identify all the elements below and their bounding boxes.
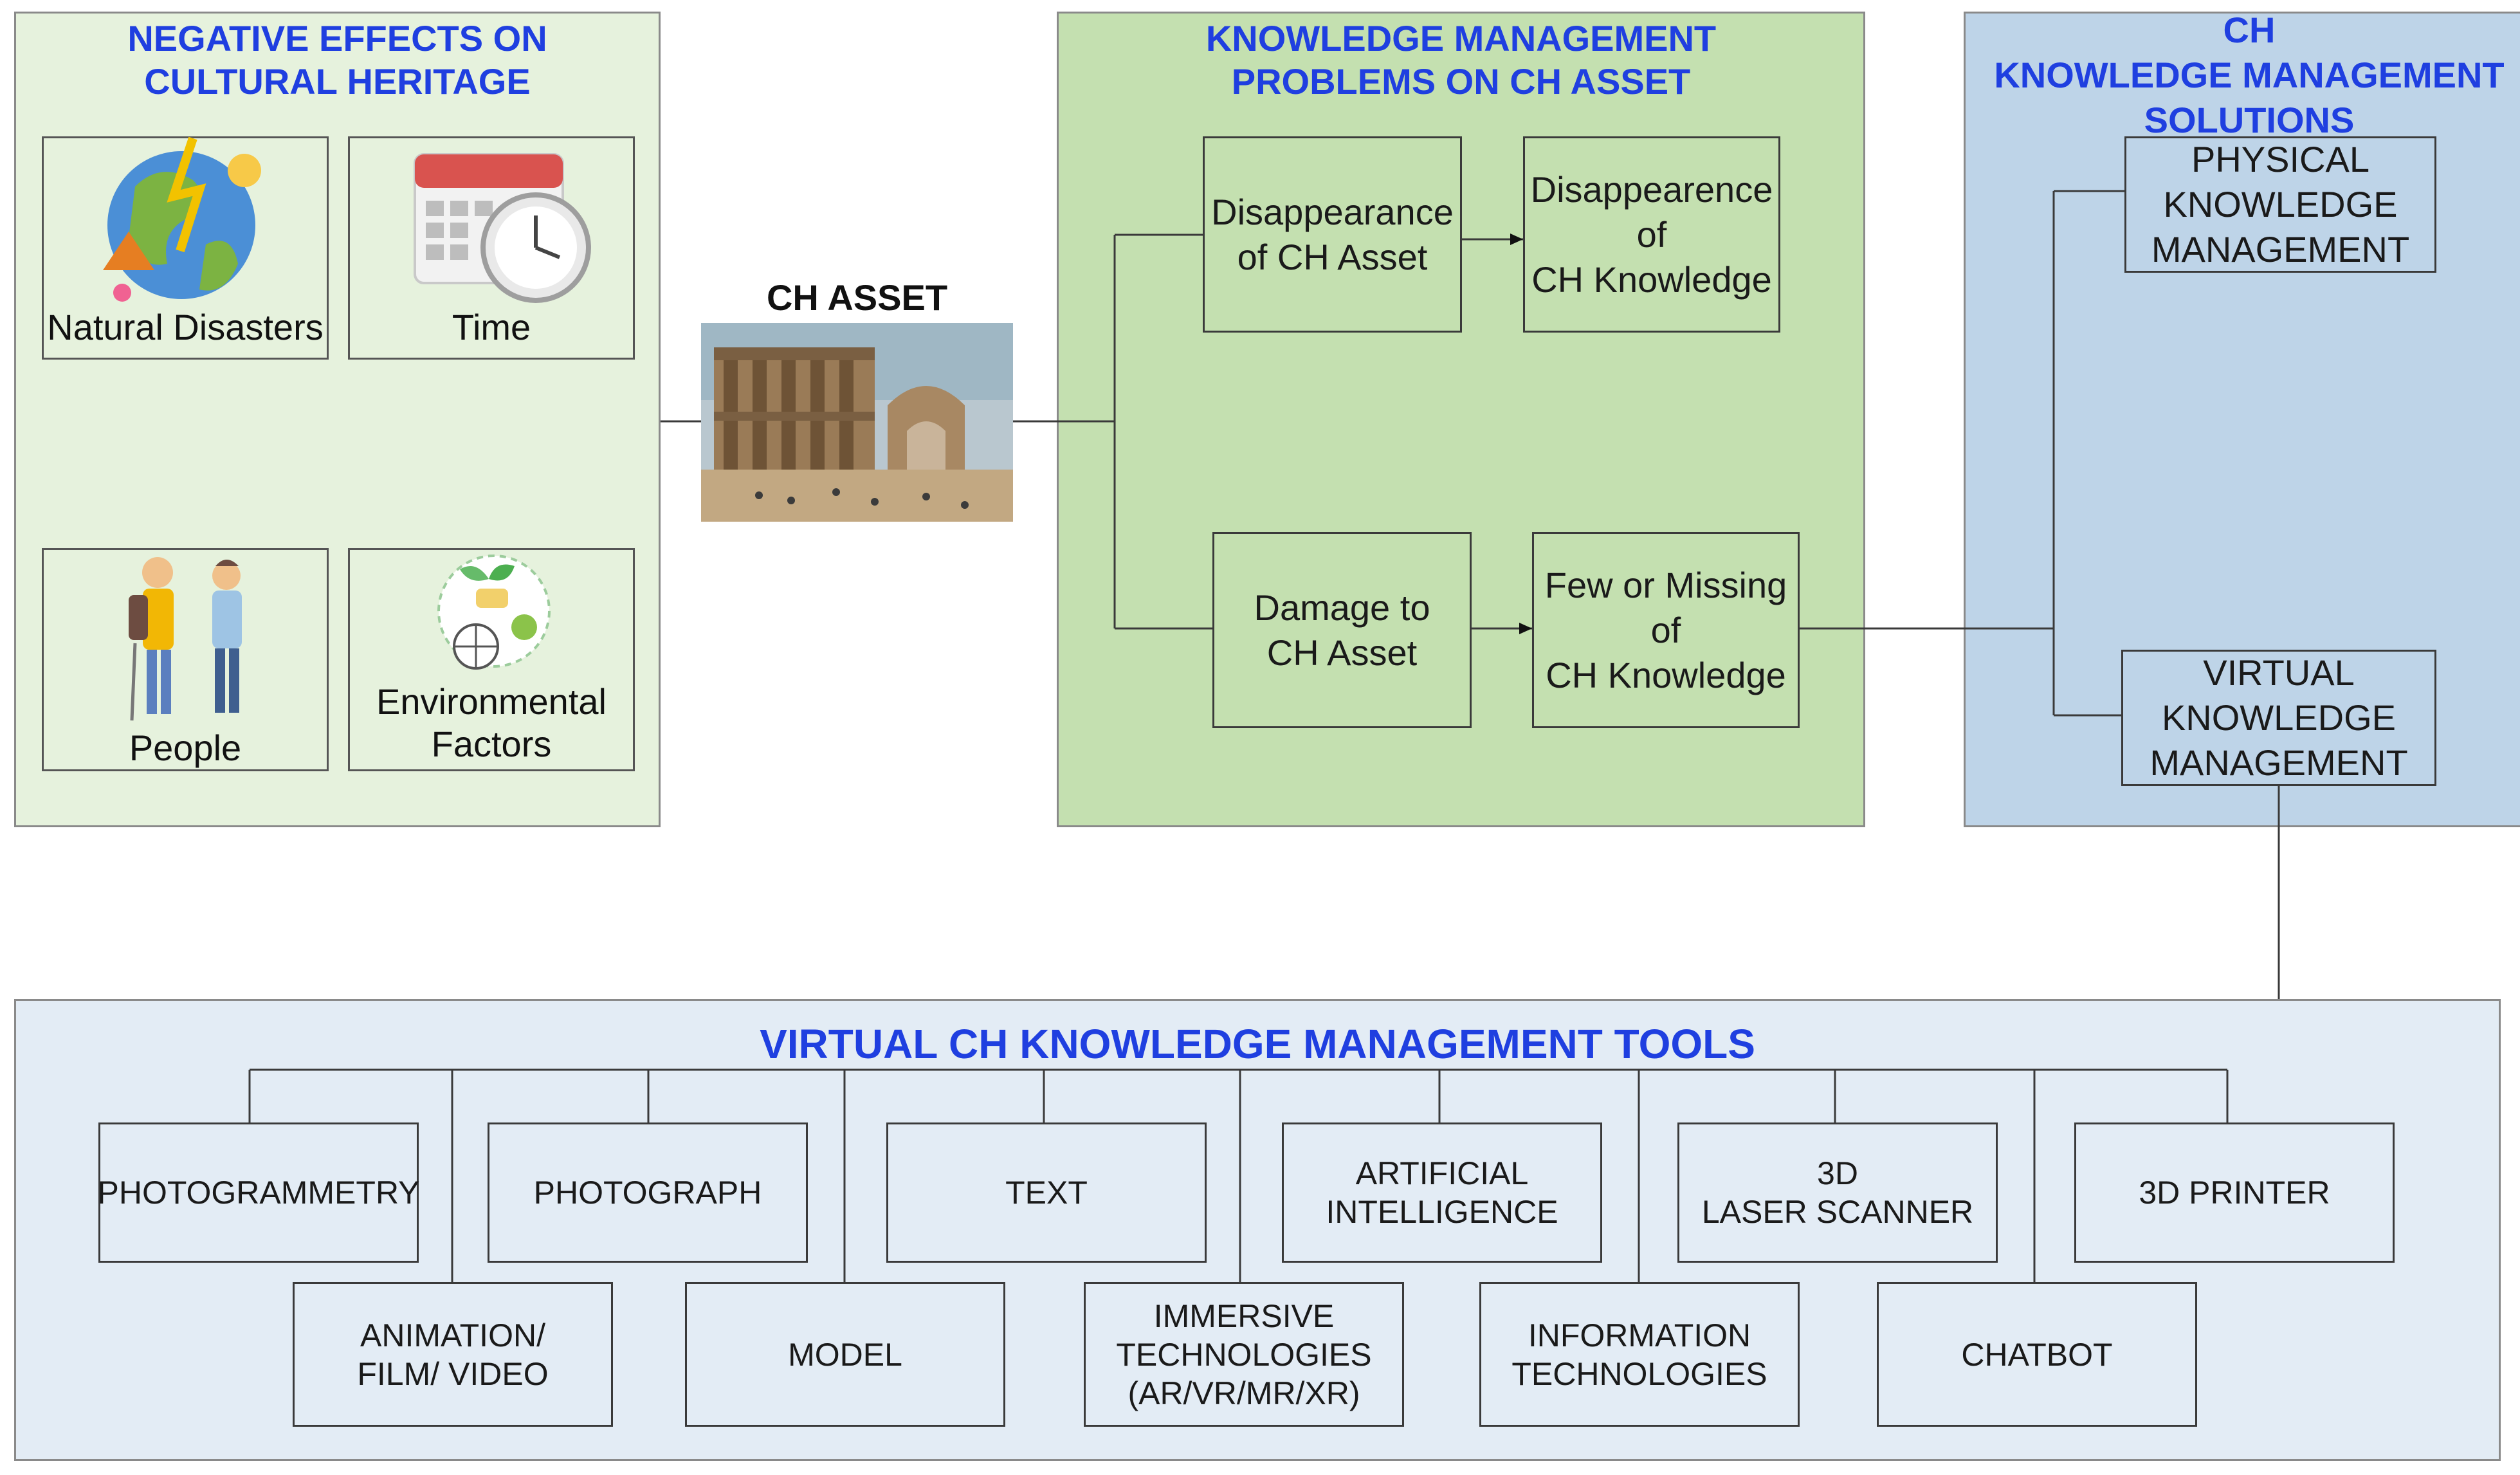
disappearence-knowledge-line1: Disappearence [1530, 169, 1773, 210]
tools-title: VIRTUAL CH KNOWLEDGE MANAGEMENT TOOLS [760, 1021, 1755, 1067]
environmental-line2: Factors [431, 724, 552, 765]
connector-lines [248, 190, 2280, 1282]
ai-line2: INTELLIGENCE [1326, 1194, 1558, 1230]
few-line3: CH Knowledge [1546, 654, 1786, 695]
solutions-title-line2: KNOWLEDGE MANAGEMENT [1994, 55, 2505, 95]
environmental-factors-label: Environmental Factors [348, 681, 635, 765]
environmental-line1: Environmental [376, 681, 607, 722]
tool-information-technologies: INFORMATION TECHNOLOGIES [1479, 1282, 1800, 1427]
virtual-knowledge-box: VIRTUAL KNOWLEDGE MANAGEMENT [2121, 650, 2436, 786]
text-label: TEXT [1005, 1175, 1088, 1211]
photogrammetry-label: PHOTOGRAMMETRY [97, 1175, 420, 1211]
immersive-line2: TECHNOLOGIES [1116, 1336, 1372, 1373]
tool-photograph: PHOTOGRAPH [488, 1122, 808, 1263]
few-missing-knowledge-box: Few or Missing of CH Knowledge [1532, 532, 1800, 728]
animation-line2: FILM/ VIDEO [357, 1355, 549, 1392]
problems-title-line1: KNOWLEDGE MANAGEMENT [1205, 18, 1717, 59]
disappearance-asset-line1: Disappearance [1211, 191, 1454, 232]
few-line2: of [1650, 609, 1681, 650]
eco-globe-icon [437, 554, 551, 670]
animation-line1: ANIMATION/ [360, 1317, 545, 1353]
tools-panel [14, 999, 2501, 1461]
virtual-line1: VIRTUAL [2203, 652, 2355, 693]
travelers-icon [129, 557, 242, 721]
info-line2: TECHNOLOGIES [1511, 1355, 1767, 1392]
physical-knowledge-box: PHYSICAL KNOWLEDGE MANAGEMENT [2124, 136, 2436, 273]
laser-line1: 3D [1817, 1155, 1858, 1191]
ai-line1: ARTIFICIAL [1355, 1155, 1529, 1191]
physical-line1: PHYSICAL [2191, 139, 2369, 179]
globe-disaster-icon [103, 136, 261, 302]
tool-model: MODEL [685, 1282, 1005, 1427]
immersive-line1: IMMERSIVE [1153, 1297, 1335, 1334]
info-line1: INFORMATION [1528, 1317, 1751, 1353]
solutions-title: CH KNOWLEDGE MANAGEMENT SOLUTIONS [1964, 8, 2520, 143]
ch-asset-label: CH ASSET [766, 277, 948, 318]
problems-title-line2: PROBLEMS ON CH ASSET [1231, 61, 1691, 102]
solutions-title-line1: CH [2223, 10, 2276, 50]
physical-line3: MANAGEMENT [2151, 229, 2410, 270]
tool-text: TEXT [886, 1122, 1207, 1263]
negative-effects-panel [14, 12, 661, 827]
tool-3d-printer: 3D PRINTER [2074, 1122, 2395, 1263]
arrowheads [1510, 234, 1532, 634]
negative-title-line1: NEGATIVE EFFECTS ON [127, 18, 547, 59]
immersive-line3: (AR/VR/MR/XR) [1128, 1375, 1360, 1411]
laser-line2: LASER SCANNER [1701, 1194, 1974, 1230]
disappearance-asset-box: Disappearance of CH Asset [1203, 136, 1462, 333]
people-label: People [129, 728, 242, 768]
solutions-title-line3: SOLUTIONS [2144, 100, 2355, 140]
tool-chatbot: CHATBOT [1877, 1282, 2197, 1427]
disappearance-asset-line2: of CH Asset [1237, 236, 1428, 277]
natural-disasters-label: Natural Disasters [47, 307, 324, 347]
negative-effects-title: NEGATIVE EFFECTS ON CULTURAL HERITAGE [14, 17, 661, 103]
tool-3d-laser-scanner: 3D LASER SCANNER [1677, 1122, 1998, 1263]
tool-artificial-intelligence: ARTIFICIAL INTELLIGENCE [1282, 1122, 1602, 1263]
virtual-line2: KNOWLEDGE [2161, 697, 2397, 738]
negative-title-line2: CULTURAL HERITAGE [144, 61, 531, 102]
damage-asset-box: Damage to CH Asset [1212, 532, 1472, 728]
environmental-factors-card [348, 548, 635, 771]
time-card [348, 136, 635, 360]
virtual-line3: MANAGEMENT [2150, 742, 2408, 783]
tool-immersive-technologies: IMMERSIVE TECHNOLOGIES (AR/VR/MR/XR) [1084, 1282, 1404, 1427]
tool-animation-film-video: ANIMATION/ FILM/ VIDEO [293, 1282, 613, 1427]
printer-label: 3D PRINTER [2139, 1175, 2330, 1211]
disappearence-knowledge-line3: CH Knowledge [1531, 259, 1772, 300]
model-label: MODEL [788, 1336, 902, 1373]
damage-line1: Damage to [1254, 587, 1430, 628]
people-card [42, 548, 329, 771]
damage-line2: CH Asset [1266, 632, 1418, 673]
solutions-panel [1964, 12, 2520, 827]
disappearence-knowledge-line2: of [1636, 214, 1667, 255]
time-label: Time [452, 307, 531, 347]
ancient-ruins-photo [701, 323, 1013, 522]
disappearence-knowledge-box: Disappearence of CH Knowledge [1523, 136, 1780, 333]
few-line1: Few or Missing [1544, 564, 1787, 605]
natural-disasters-card [42, 136, 329, 360]
calendar-clock-icon [414, 153, 591, 303]
physical-line2: KNOWLEDGE [2163, 184, 2398, 224]
photograph-label: PHOTOGRAPH [533, 1175, 762, 1211]
chatbot-label: CHATBOT [1961, 1336, 2113, 1373]
tool-photogrammetry: PHOTOGRAMMETRY [97, 1122, 420, 1263]
problems-title: KNOWLEDGE MANAGEMENT PROBLEMS ON CH ASSE… [1057, 17, 1865, 103]
